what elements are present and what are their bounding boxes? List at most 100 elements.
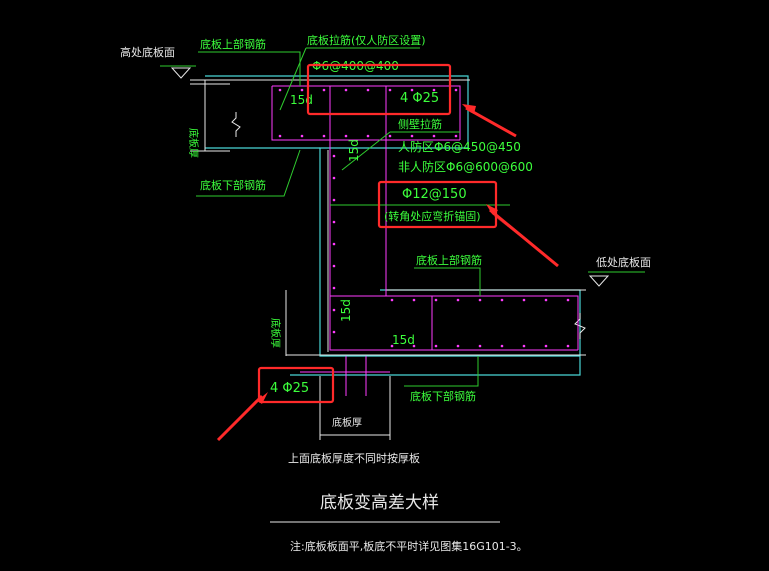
wall-rebar-dot xyxy=(332,220,336,224)
bottom-rebar-dot xyxy=(300,134,304,138)
arrow-shaft-bottom xyxy=(216,394,264,442)
arrow-shaft-top xyxy=(465,106,517,138)
low-bottom-rebar-dot xyxy=(566,344,570,348)
anchor-15d-wall-label: 15d xyxy=(347,139,361,162)
highlight-top-bar xyxy=(306,63,452,116)
top-rebar-dot xyxy=(366,88,370,92)
low-top-rebar-dot xyxy=(390,298,394,302)
stirrup-spec-label: Φ12@150 xyxy=(402,187,467,202)
top-rebar-dot xyxy=(278,88,282,92)
slab-thickness-label-2: 底板厚 xyxy=(269,318,282,348)
bottom-rebar-dot xyxy=(454,134,458,138)
bottom-rebar-dot xyxy=(322,134,326,138)
upper-slab-note-label: 上面底板厚度不同时按厚板 xyxy=(288,451,420,465)
leader-slab-bottom-rebar-2 xyxy=(404,356,479,387)
high-slab-surface-label: 高处底板面 xyxy=(120,45,175,59)
structure-outline xyxy=(190,79,586,523)
drawing-title: 底板变高差大样 xyxy=(320,493,439,513)
leader-lines xyxy=(160,47,645,387)
surface-markers xyxy=(170,67,610,287)
low-top-rebar-dot xyxy=(412,298,416,302)
stirrup-note-label: (转角处应弯折锚固) xyxy=(384,209,481,223)
wall-rebar-dot xyxy=(332,242,336,246)
leader-slab-top-rebar-2 xyxy=(414,267,481,296)
top-rebar-dot xyxy=(454,88,458,92)
low-bottom-rebar-dot xyxy=(500,344,504,348)
side-wall-tie-label: 侧壁拉筋 xyxy=(398,117,442,131)
high-slab-top-rebar xyxy=(272,85,461,140)
low-top-rebar-dot xyxy=(544,298,548,302)
top-rebar-dot xyxy=(432,88,436,92)
bottom-rebar-dot xyxy=(432,134,436,138)
red-arrow-shafts xyxy=(216,106,559,442)
anchor-15d-low-vertical-label: 15d xyxy=(339,299,353,322)
wall-rebar-dot xyxy=(332,154,336,158)
slab-tie-bar-label: 底板拉筋(仅人防区设置) xyxy=(307,33,426,47)
low-bottom-rebar-dot xyxy=(412,344,416,348)
top-rebar-dot xyxy=(410,88,414,92)
arrow-shaft-stirrup xyxy=(489,208,559,268)
break-symbol-left xyxy=(231,112,241,137)
low-bottom-rebar-dot xyxy=(478,344,482,348)
bottom-bar-spec-label: 4 Φ25 xyxy=(270,381,309,396)
bottom-rebar-dot xyxy=(366,134,370,138)
non-civil-defense-spec-label: 非人防区Φ6@600@600 xyxy=(398,159,533,174)
concrete-outline xyxy=(205,75,581,376)
arrow-bottom-bar-icon xyxy=(218,392,268,440)
top-rebar-dot xyxy=(322,88,326,92)
slab-top-rebar-label-2: 底板上部钢筋 xyxy=(416,253,482,267)
wall-rebar-dot xyxy=(332,286,336,290)
low-top-rebar-dot xyxy=(456,298,460,302)
leader-slab-top-rebar-1 xyxy=(198,51,301,86)
low-top-rebar-dot xyxy=(478,298,482,302)
bottom-rebar-dot xyxy=(410,134,414,138)
top-rebar-dot xyxy=(300,88,304,92)
high-slab-bottom-rebar xyxy=(271,86,460,141)
wall-rebar xyxy=(329,140,578,351)
slab-bottom-rebar-label-1: 底板下部钢筋 xyxy=(200,178,266,192)
low-bottom-rebar-dot xyxy=(522,344,526,348)
low-top-rebar-dot xyxy=(566,298,570,302)
leader-tie-bar-diag xyxy=(279,47,307,111)
top-rebar-dot xyxy=(344,88,348,92)
slab-top-rebar-label-1: 底板上部钢筋 xyxy=(200,37,266,51)
arrow-stirrup-icon xyxy=(486,204,558,266)
low-top-rebar-dot xyxy=(522,298,526,302)
low-slab-surface-label: 低处底板面 xyxy=(596,255,651,269)
low-bottom-rebar-dot xyxy=(544,344,548,348)
wall-rebar-dot xyxy=(332,308,336,312)
wall-rebar-dot xyxy=(332,264,336,268)
low-surface-marker xyxy=(588,275,610,287)
rebar-lines xyxy=(271,85,579,396)
rebar-dots xyxy=(278,88,570,348)
red-highlights xyxy=(257,63,498,404)
red-arrows xyxy=(218,104,558,440)
slab-bottom-rebar-label-2: 底板下部钢筋 xyxy=(410,389,476,403)
wall-rebar-dot xyxy=(332,198,336,202)
break-symbol-right xyxy=(574,313,586,339)
anchor-15d-top-label: 15d xyxy=(290,93,313,107)
high-slab-outline xyxy=(205,75,581,376)
low-bottom-rebar-dot xyxy=(456,344,460,348)
top-rebar-dot xyxy=(388,88,392,92)
low-bottom-rebar-dot xyxy=(434,344,438,348)
bottom-rebar-dot xyxy=(388,134,392,138)
slab-thickness-label-3: 底板厚 xyxy=(332,416,362,429)
anchor-15d-low-horizontal-label: 15d xyxy=(392,333,415,347)
wall-rebar-dot xyxy=(332,176,336,180)
highlight-stirrup xyxy=(377,180,498,229)
bottom-rebar-dot xyxy=(344,134,348,138)
low-bottom-rebar-dot xyxy=(390,344,394,348)
bottom-rebar-dot xyxy=(278,134,282,138)
low-top-rebar-dot xyxy=(500,298,504,302)
civil-defense-spec-label: 人防区Φ6@450@450 xyxy=(398,139,521,154)
low-top-rebar-dot xyxy=(434,298,438,302)
wall-rebar-inner xyxy=(385,140,579,350)
highlight-bottom-bar xyxy=(257,366,335,404)
high-surface-marker xyxy=(170,67,192,79)
top-bar-spec-label: 4 Φ25 xyxy=(400,91,439,106)
slab-thickness-label-1: 底板厚 xyxy=(187,128,200,158)
leader-side-wall-diag xyxy=(341,131,391,171)
drawing-footnote: 注:底板板面平,板底不平时详见图集16G101-3。 xyxy=(290,539,528,553)
